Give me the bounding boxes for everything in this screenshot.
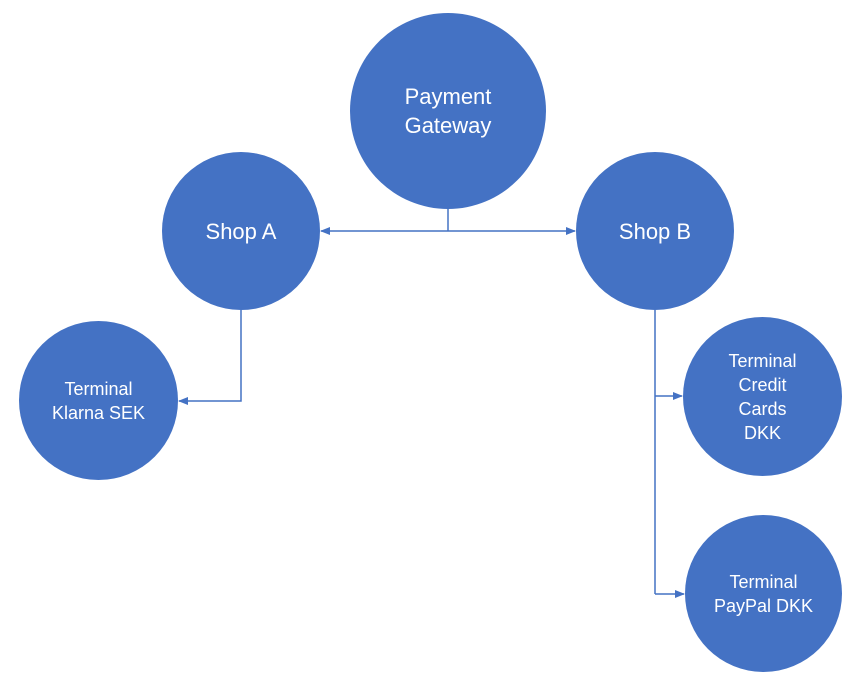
payment-gateway-label-line-1: Payment (404, 84, 492, 109)
terminal-paypal-label-line-2: PayPal DKK (713, 595, 814, 616)
terminal-paypal-label-line-1: Terminal (729, 571, 798, 592)
terminal-credit-label-line-3: Cards (738, 398, 787, 419)
terminal-credit-cards-dkk-node: Terminal Credit Cards DKK (683, 317, 842, 476)
terminal-credit-label-line-4: DKK (743, 422, 781, 443)
terminal-credit-label-line-2: Credit (738, 374, 787, 395)
terminal-klarna-label-line-2: Klarna SEK (51, 402, 146, 423)
shop-b-node: Shop B (576, 152, 734, 310)
shop-a-node: Shop A (162, 152, 320, 310)
shop-b-label: Shop B (618, 218, 692, 244)
terminal-credit-label-line-1: Terminal (728, 350, 797, 371)
payment-gateway-label-line-2: Gateway (404, 113, 492, 138)
shop-a-label: Shop A (205, 218, 277, 244)
payment-gateway-node: Payment Gateway (350, 13, 546, 209)
terminal-paypal-dkk-node: Terminal PayPal DKK (685, 515, 842, 672)
terminal-klarna-sek-node: Terminal Klarna SEK (19, 321, 178, 480)
connector-shop-a-to-terminal-klarna (178, 310, 242, 405)
terminal-klarna-label-line-1: Terminal (64, 378, 133, 399)
